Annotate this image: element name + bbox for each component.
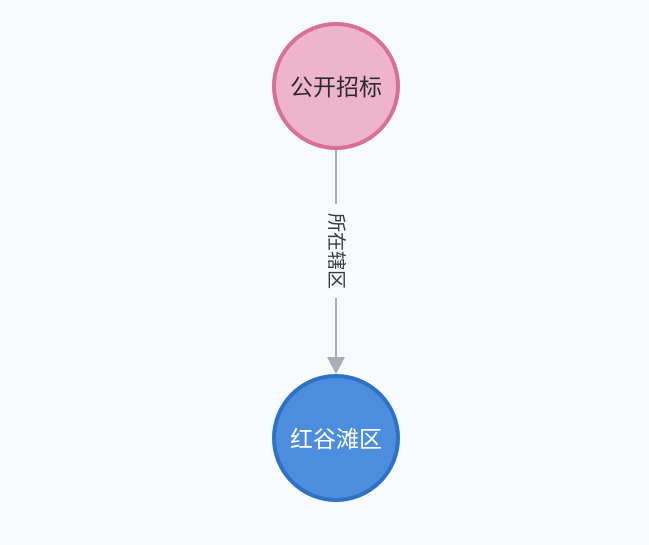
node-label-source: 公开招标 — [290, 75, 382, 101]
node-bidding-method[interactable]: 公开招标 — [272, 22, 400, 150]
node-circle-target — [272, 374, 400, 502]
edge-label: 所在辖区 — [325, 213, 347, 289]
node-district[interactable]: 红谷滩区 — [272, 374, 400, 502]
arrow-head-icon — [327, 357, 345, 374]
node-circle-source — [272, 22, 400, 150]
edge-located-in[interactable]: 所在辖区 — [325, 150, 347, 374]
node-label-target: 红谷滩区 — [290, 427, 382, 453]
